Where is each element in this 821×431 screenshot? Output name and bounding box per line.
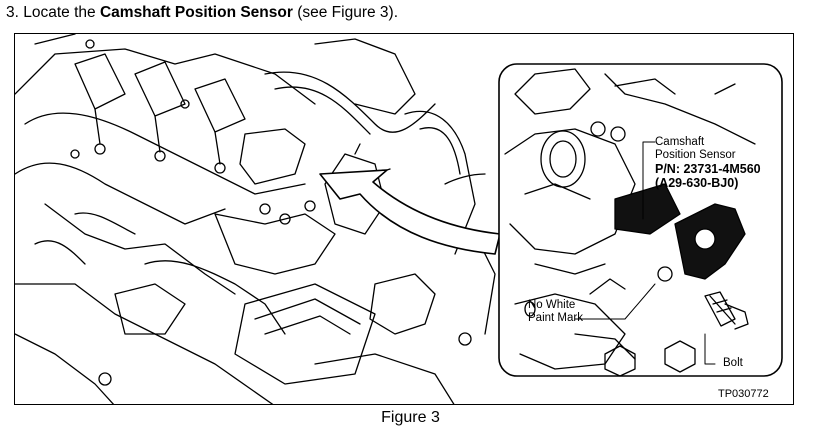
- figure-frame: Camshaft Position Sensor P/N: 23731-4M56…: [14, 33, 794, 405]
- figure-id: TP030772: [718, 388, 769, 400]
- paint-mark-line1: No White: [528, 299, 576, 311]
- engine-bay-drawing: [15, 34, 496, 404]
- alt-part-number: (A29-630-BJ0): [655, 176, 739, 190]
- sensor-name-line2: Position Sensor: [655, 149, 736, 161]
- engine-illustration: [15, 34, 783, 404]
- part-number: P/N: 23731-4M560: [655, 162, 761, 176]
- sensor-name-label: Camshaft Position Sensor: [655, 136, 736, 162]
- step-number: 3.: [6, 4, 19, 21]
- paint-mark-label: No White Paint Mark: [528, 299, 583, 325]
- component-name: Camshaft Position Sensor: [99, 4, 293, 21]
- paint-mark-line2: Paint Mark: [528, 312, 583, 324]
- inset-drawing: [504, 68, 756, 377]
- sensor-name-line1: Camshaft: [655, 136, 705, 148]
- step-text-prefix: Locate the: [23, 4, 96, 21]
- instruction-step: 3. Locate the Camshaft Position Sensor (…: [6, 4, 398, 22]
- leader-lines: [574, 141, 716, 365]
- callout-arrow: [319, 169, 501, 255]
- figure-caption: Figure 3: [381, 409, 440, 426]
- step-text-suffix: (see Figure 3).: [297, 4, 399, 21]
- bolt-label: Bolt: [723, 357, 743, 369]
- part-number-label: P/N: 23731-4M560 (A29-630-BJ0): [655, 162, 761, 190]
